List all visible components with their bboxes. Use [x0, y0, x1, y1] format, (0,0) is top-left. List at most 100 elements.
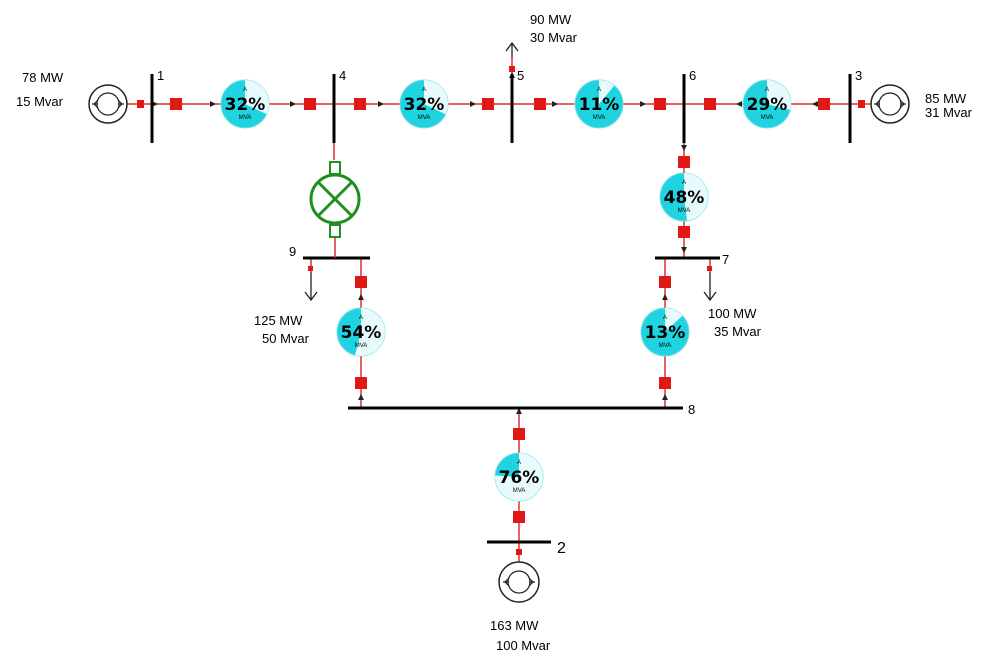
gauge-fill-wedge [599, 80, 615, 104]
gauge-unit: MVA [418, 115, 431, 121]
bus-label-5: 5 [517, 68, 524, 83]
gauge-flow-5-6[interactable]: A 11%MVA [574, 79, 624, 129]
gauge-direction-letter: A [422, 87, 426, 93]
breaker-6-3a[interactable] [704, 98, 716, 110]
generator-2-icon[interactable] [498, 561, 540, 603]
generators [88, 84, 910, 603]
gauge-direction-letter: A [359, 315, 363, 321]
gauge-unit: MVA [678, 208, 691, 214]
gen1-mw: 78 MW [22, 70, 64, 85]
gauge-unit: MVA [593, 115, 606, 121]
generator-1-icon[interactable] [88, 84, 128, 124]
breaker-6-7b[interactable] [678, 226, 690, 238]
gauge-percent: 32% [225, 95, 266, 115]
gauge-fill-wedge [245, 80, 269, 115]
breaker-5-6a[interactable] [534, 98, 546, 110]
gauge-unit: MVA [513, 488, 526, 494]
gen3-mw: 85 MW [925, 91, 967, 106]
breaker-6-7a[interactable] [678, 156, 690, 168]
breaker-9-8b[interactable] [355, 377, 367, 389]
gauge-percent: 13% [645, 323, 686, 343]
breaker-1-4b[interactable] [304, 98, 316, 110]
bus-label-3: 3 [855, 68, 862, 83]
bus-label-4: 4 [339, 68, 346, 83]
gauge-percent: 11% [579, 95, 620, 115]
breaker-4-5a[interactable] [354, 98, 366, 110]
gauge-direction-letter: A [597, 87, 601, 93]
generator-3-icon[interactable] [870, 84, 910, 124]
bus-label-8: 8 [688, 402, 695, 417]
load5-mw: 90 MW [530, 12, 572, 27]
gauge-unit: MVA [659, 343, 672, 349]
bus-label-2: 2 [557, 540, 566, 557]
load9-mw: 125 MW [254, 313, 303, 328]
bus-label-6: 6 [689, 68, 696, 83]
gauge-percent: 54% [341, 323, 382, 343]
breaker-9-8a[interactable] [355, 276, 367, 288]
load-arrow-5[interactable] [505, 41, 519, 58]
transformer-4-9[interactable] [309, 161, 361, 258]
gen2-mvar: 100 Mvar [496, 638, 551, 653]
breaker-4-5b[interactable] [482, 98, 494, 110]
breaker-2-8a[interactable] [513, 428, 525, 440]
transformer-lv-terminal [329, 224, 341, 238]
breaker-gen2[interactable] [516, 549, 522, 555]
breaker-load9[interactable] [308, 266, 313, 271]
load5-mvar: 30 Mvar [530, 30, 578, 45]
flow-arrows [152, 72, 818, 555]
breakers [137, 66, 865, 555]
gauge-unit: MVA [239, 115, 252, 121]
buses [150, 74, 852, 544]
gauge-fill-wedge [684, 173, 709, 221]
gauge-flow-7-8[interactable]: A 13%MVA [640, 307, 690, 357]
gauge-direction-letter: A [682, 180, 686, 186]
gen2-mw: 163 MW [490, 618, 539, 633]
gauge-fill-wedge [355, 308, 385, 356]
breaker-load5[interactable] [509, 66, 515, 72]
gen-load-labels: 78 MW 15 Mvar 85 MW 31 Mvar 163 MW 100 M… [16, 12, 973, 653]
gauge-percent: 76% [499, 468, 540, 488]
breaker-gen3[interactable] [858, 100, 865, 108]
load7-mw: 100 MW [708, 306, 757, 321]
gauge-flow-9-8[interactable]: A54%MVA [336, 307, 386, 357]
gauge-flow-1-4[interactable]: A 32%MVA [220, 79, 270, 129]
gauge-fill-wedge [767, 80, 791, 110]
gen3-mvar: 31 Mvar [925, 105, 973, 120]
transformer-hv-terminal [329, 161, 341, 175]
load9-mvar: 50 Mvar [262, 331, 310, 346]
loads [304, 41, 717, 302]
breaker-7-8a[interactable] [659, 276, 671, 288]
breaker-6-3b[interactable] [818, 98, 830, 110]
gauge-percent: 29% [747, 95, 788, 115]
breaker-5-6b[interactable] [654, 98, 666, 110]
load7-mvar: 35 Mvar [714, 324, 762, 339]
gauge-flow-2-8[interactable]: A 76%MVA [494, 452, 544, 502]
gauge-unit: MVA [761, 115, 774, 121]
bus-label-7: 7 [722, 252, 729, 267]
gauge-percent: 32% [404, 95, 445, 115]
gauge-flow-6-7[interactable]: A 48%MVA [659, 172, 709, 222]
gauge-direction-letter: A [663, 315, 667, 321]
gauge-flow-4-5[interactable]: A 32%MVA [399, 79, 449, 129]
breaker-load7[interactable] [707, 266, 712, 271]
gauge-flow-3-6[interactable]: A 29%MVA [742, 79, 792, 129]
breaker-2-8b[interactable] [513, 511, 525, 523]
flow-gauges: A32%MVAA32%MVAA11%MVAA29%MVAA48%MVAA54%M… [220, 79, 792, 502]
breaker-7-8b[interactable] [659, 377, 671, 389]
gen1-mvar: 15 Mvar [16, 94, 64, 109]
gauge-fill-wedge [494, 453, 543, 501]
load-arrow-9[interactable] [304, 272, 318, 302]
load-arrow-7[interactable] [703, 272, 717, 302]
bus-labels: 1 4 5 6 3 9 7 8 2 [157, 68, 862, 557]
gauge-direction-letter: A [517, 460, 521, 466]
gauge-fill-wedge [665, 308, 683, 332]
gauge-direction-letter: A [765, 87, 769, 93]
breaker-1-4a[interactable] [170, 98, 182, 110]
gauge-percent: 48% [664, 188, 705, 208]
gauge-direction-letter: A [243, 87, 247, 93]
bus-label-9: 9 [289, 244, 296, 259]
bus-label-1: 1 [157, 68, 164, 83]
breaker-gen1[interactable] [137, 100, 144, 108]
gauge-fill-wedge [424, 80, 448, 115]
